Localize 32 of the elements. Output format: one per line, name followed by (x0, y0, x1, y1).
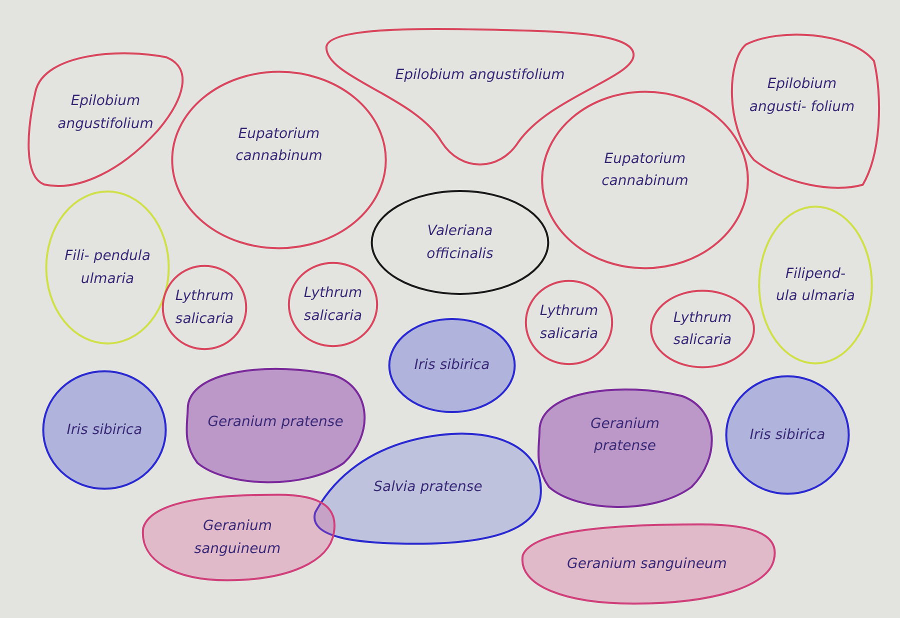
plant-label: Valeriana officinalis (426, 222, 494, 264)
planting-area (42, 370, 167, 490)
plant-label: Iris sibirica (66, 420, 142, 440)
planting-area (170, 70, 388, 250)
plant-label: Geranium pratense (208, 413, 344, 432)
planting-area (650, 290, 755, 368)
planting-area (540, 90, 750, 270)
planting-area (288, 262, 378, 347)
planting-area (45, 190, 170, 345)
planting-area (370, 190, 550, 295)
plant-label: Lythrum salicaria (174, 287, 234, 328)
plant-label: Epilobium angustifolium (56, 92, 154, 134)
plant-label: Lythrum salicaria (538, 302, 600, 344)
plant-label: Epilobium angusti- folium (748, 75, 856, 116)
planting-area (758, 205, 873, 365)
planting-area (725, 375, 850, 495)
plant-label: Geranium sanguineum (193, 517, 282, 558)
planting-area (525, 280, 613, 365)
planting-area (162, 265, 247, 350)
plant-label: Fili- pendula ulmaria (64, 247, 152, 288)
planting-area (388, 318, 516, 413)
plant-label: Lythrum salicaria (672, 308, 733, 350)
plant-label: Filipend- ula ulmaria (775, 264, 856, 306)
plant-label: Iris sibirica (414, 356, 490, 376)
plant-label: Geranium pratense (589, 414, 661, 456)
plant-label: Eupatorium cannabinum (234, 124, 324, 166)
plant-label: Eupatorium cannabinum (600, 150, 690, 191)
plant-label: Iris sibirica (750, 426, 826, 445)
plant-label: Lythrum salicaria (302, 284, 364, 326)
plant-label: Salvia pratense (374, 478, 482, 498)
plant-label: Geranium sanguineum (567, 554, 727, 574)
plant-label: Epilobium angustifolium (395, 66, 565, 85)
